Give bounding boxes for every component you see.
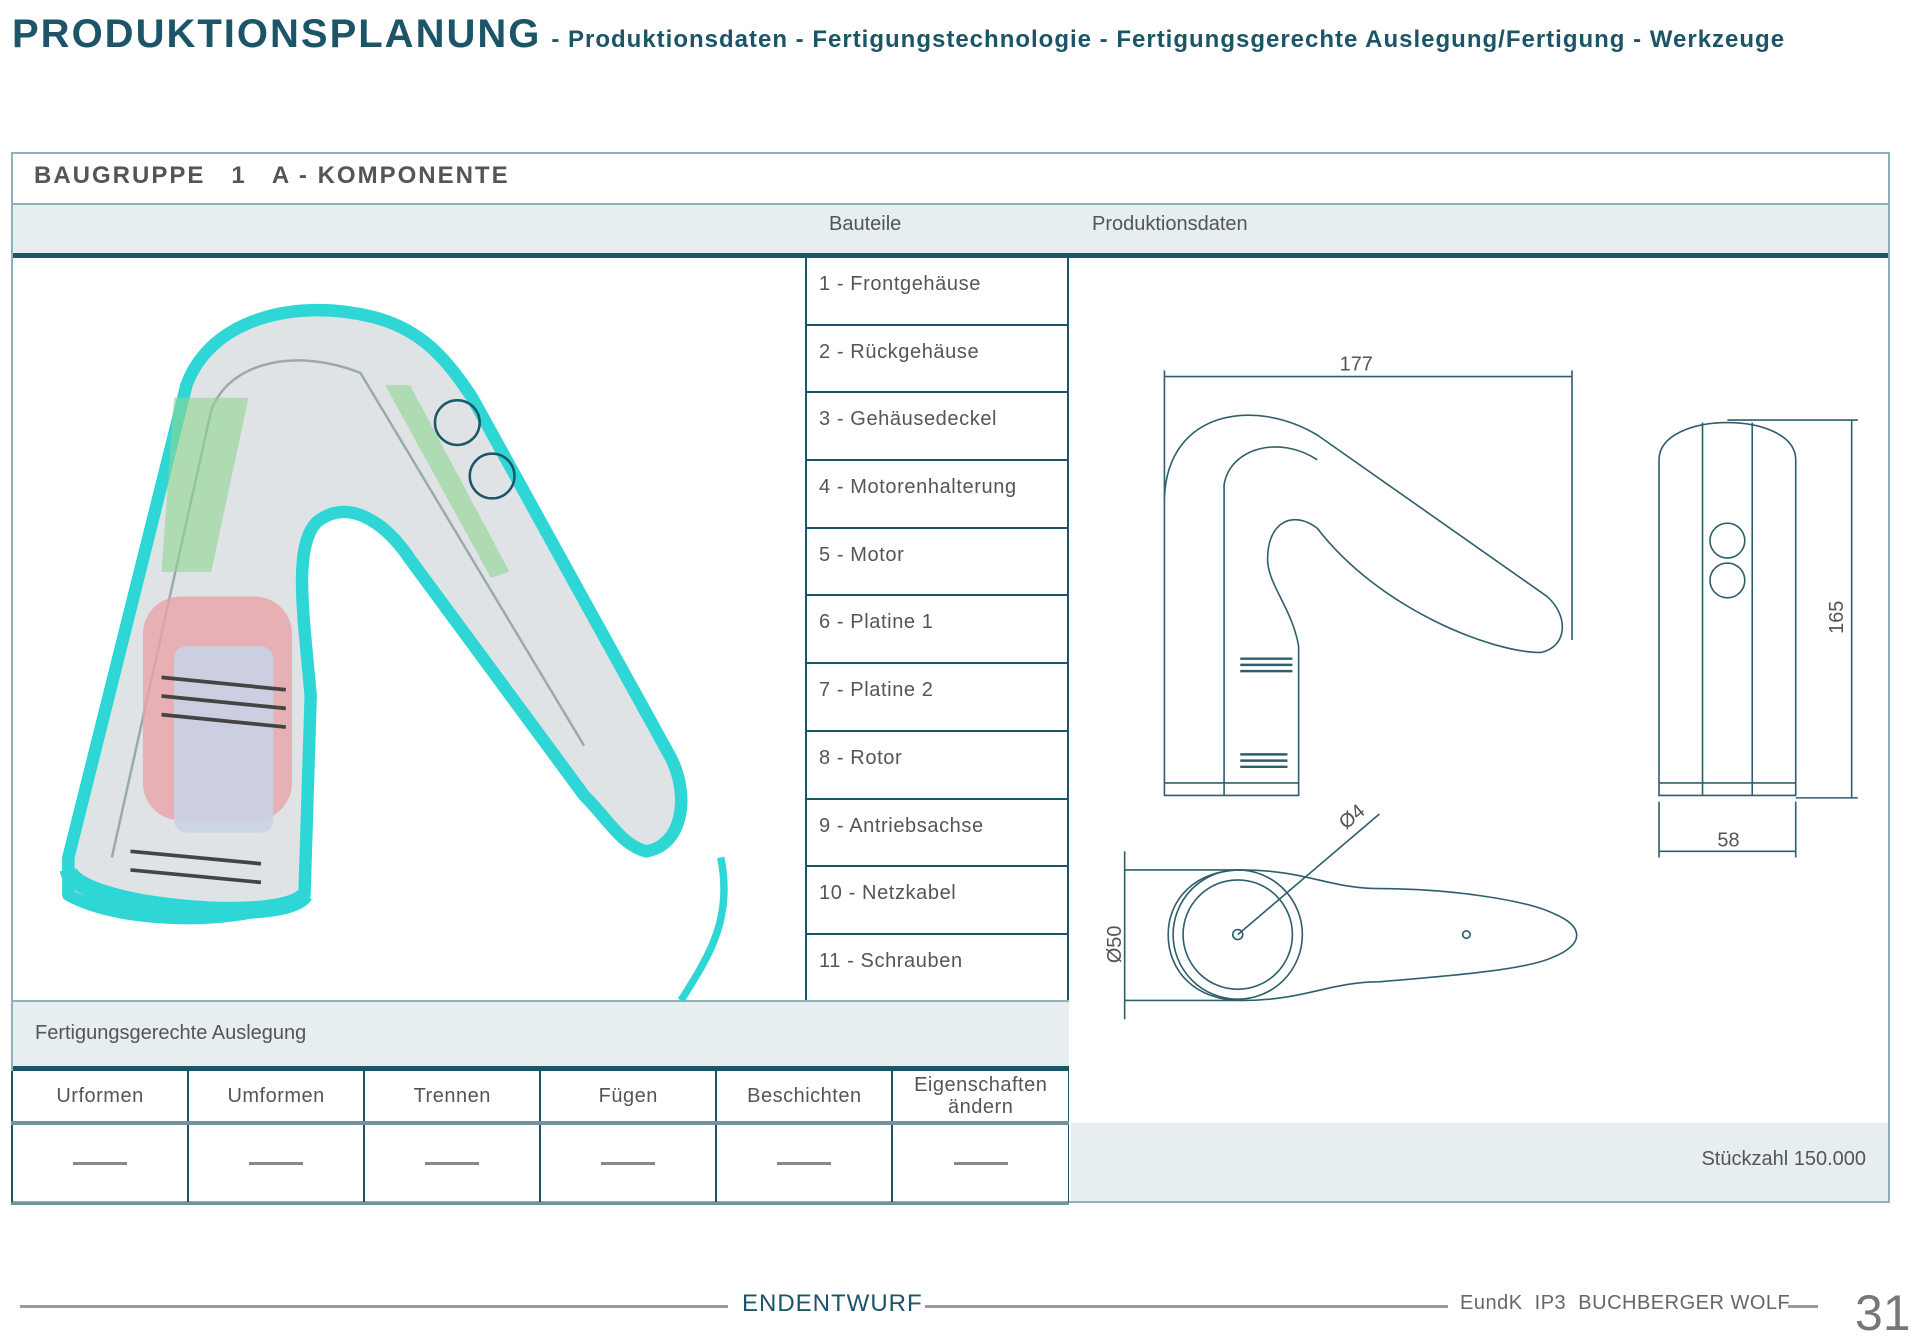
group-title: BAUGRUPPE 1 A - KOMPONENTE xyxy=(34,162,510,189)
list-item: 7 - Platine 2 xyxy=(805,664,1069,732)
process-header: Eigenschaften ändern xyxy=(891,1071,1070,1125)
footer-divider xyxy=(925,1305,1448,1308)
divider xyxy=(13,1066,1069,1071)
title-main: PRODUKTIONSPLANUNG xyxy=(12,12,542,56)
list-item: 6 - Platine 1 xyxy=(805,596,1069,665)
footer-stage: ENDENTWURF xyxy=(742,1290,923,1317)
process-table: Urformen Umformen Trennen Fügen Beschich… xyxy=(10,1071,1070,1205)
list-item: 2 - Rückgehäuse xyxy=(805,325,1069,394)
footer-divider xyxy=(1788,1305,1818,1308)
page-title: PRODUKTIONSPLANUNG - Produktionsdaten - F… xyxy=(12,12,1785,57)
list-item: 5 - Motor xyxy=(805,528,1069,597)
column-header-band xyxy=(13,203,1888,253)
process-header: Trennen xyxy=(363,1071,541,1125)
design-section-label: Fertigungsgerechte Auslegung xyxy=(13,1000,1069,1066)
list-item: 3 - Gehäusedeckel xyxy=(805,393,1069,462)
process-header: Urformen xyxy=(10,1071,189,1125)
footer-divider xyxy=(20,1305,728,1308)
process-value: — xyxy=(539,1123,717,1205)
process-value: — xyxy=(891,1123,1070,1205)
process-value: — xyxy=(363,1123,541,1205)
process-header: Fügen xyxy=(539,1071,717,1125)
process-value: — xyxy=(715,1123,893,1205)
process-value: — xyxy=(187,1123,365,1205)
process-header: Beschichten xyxy=(715,1071,893,1125)
divider xyxy=(13,253,1888,258)
list-item: 9 - Antriebsachse xyxy=(805,799,1069,868)
list-item: 10 - Netzkabel xyxy=(805,867,1069,935)
list-item: 11 - Schrauben xyxy=(805,934,1069,1003)
parts-header: Bauteile xyxy=(829,213,902,235)
footer-authors: EundK IP3 BUCHBERGER WOLF xyxy=(1460,1292,1791,1314)
production-data-header: Produktionsdaten xyxy=(1092,213,1248,235)
list-item: 4 - Motorenhalterung xyxy=(805,461,1069,529)
process-header: Umformen xyxy=(187,1071,365,1125)
quantity-label: Stückzahl 150.000 xyxy=(1071,1123,1888,1201)
process-value: — xyxy=(10,1123,189,1205)
parts-list: 1 - Frontgehäuse 2 - Rückgehäuse 3 - Geh… xyxy=(805,258,1069,1003)
page-number: 31 xyxy=(1855,1285,1911,1341)
title-subtitle: - Produktionsdaten - Fertigungstechnolog… xyxy=(551,26,1786,53)
list-item: 8 - Rotor xyxy=(805,731,1069,800)
list-item: 1 - Frontgehäuse xyxy=(805,258,1069,326)
